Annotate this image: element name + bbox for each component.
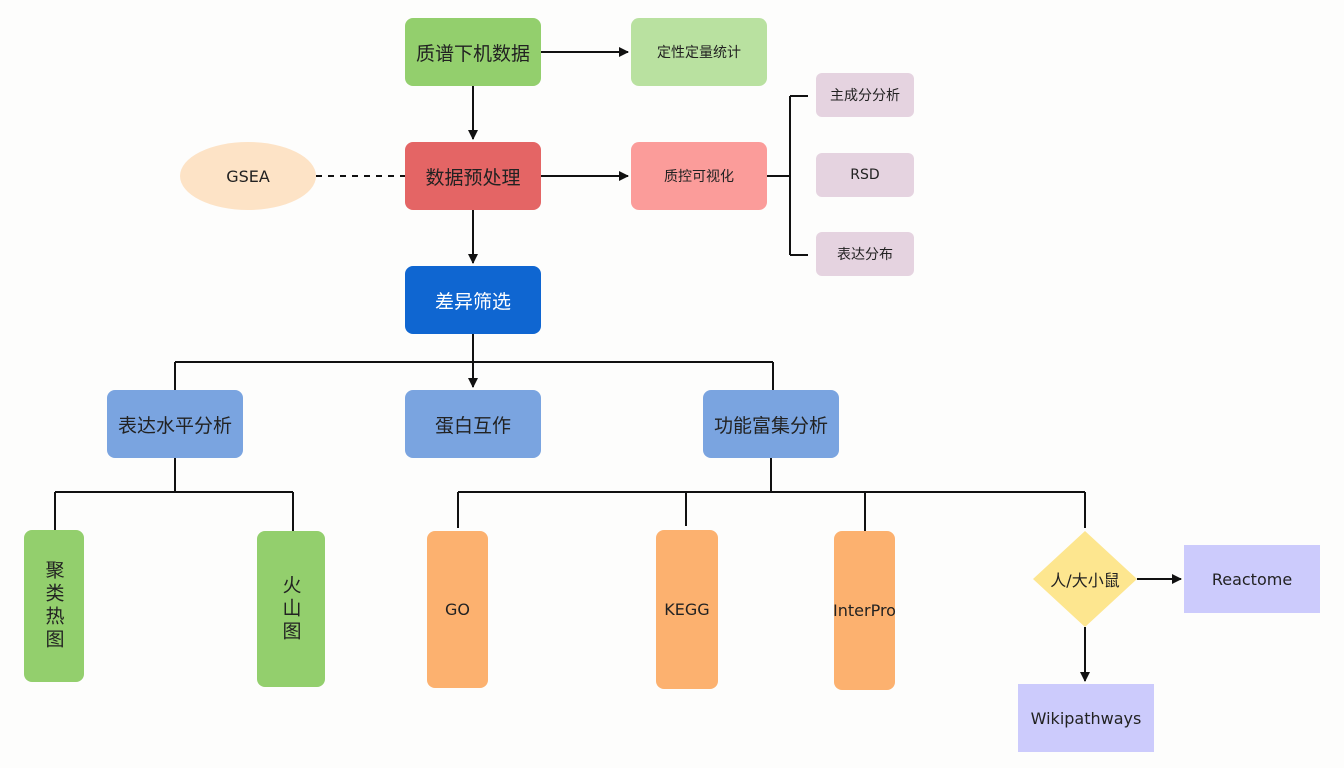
node-kegg: KEGG bbox=[656, 530, 718, 689]
node-pca-label: 主成分分析 bbox=[830, 88, 900, 104]
node-protein-interaction-label: 蛋白互作 bbox=[434, 414, 511, 437]
branch-gongneng bbox=[457, 458, 1086, 531]
node-preprocess-label: 数据预处理 bbox=[425, 166, 521, 189]
bracket-zhikong bbox=[767, 95, 808, 256]
node-differential-screening-label: 差异筛选 bbox=[434, 290, 511, 313]
node-pca: 主成分分析 bbox=[816, 73, 914, 117]
node-protein-interaction: 蛋白互作 bbox=[405, 390, 541, 458]
node-cluster-heatmap-label: 聚类热图 bbox=[42, 560, 65, 652]
node-wikipathways-label: Wikipathways bbox=[1030, 708, 1142, 728]
diamond-shape bbox=[1033, 531, 1137, 627]
node-reactome-label: Reactome bbox=[1211, 569, 1293, 589]
node-functional-enrichment: 功能富集分析 bbox=[703, 390, 839, 458]
node-qual-quant-stats-label: 定性定量统计 bbox=[657, 45, 741, 61]
node-rsd-label: RSD bbox=[850, 167, 880, 183]
node-qual-quant-stats: 定性定量统计 bbox=[631, 18, 767, 86]
node-qc-visualization: 质控可视化 bbox=[631, 142, 767, 210]
node-expression-level-analysis-label: 表达水平分析 bbox=[117, 414, 232, 437]
node-species-decision-label: 人/大小鼠 bbox=[1050, 571, 1120, 590]
node-differential-screening: 差异筛选 bbox=[405, 266, 541, 334]
node-preprocess: 数据预处理 bbox=[405, 142, 541, 210]
node-raw-data-label: 质谱下机数据 bbox=[415, 42, 530, 65]
node-qc-visualization-label: 质控可视化 bbox=[664, 169, 734, 185]
node-kegg-label: KEGG bbox=[664, 600, 710, 619]
node-cluster-heatmap: 聚类热图 bbox=[24, 530, 84, 682]
node-gsea-label: GSEA bbox=[226, 166, 270, 186]
node-gsea: GSEA bbox=[180, 142, 316, 210]
node-raw-data: 质谱下机数据 bbox=[405, 18, 541, 86]
node-reactome: Reactome bbox=[1184, 545, 1320, 613]
node-go-label: GO bbox=[445, 600, 470, 619]
node-expression-level-analysis: 表达水平分析 bbox=[107, 390, 243, 458]
node-go: GO bbox=[427, 531, 488, 688]
node-expression-distribution: 表达分布 bbox=[816, 232, 914, 276]
branch-biaoda bbox=[54, 458, 294, 531]
node-functional-enrichment-label: 功能富集分析 bbox=[713, 414, 828, 437]
node-interpro: InterPro bbox=[833, 531, 896, 690]
node-volcano-plot-label: 火山图 bbox=[279, 574, 302, 644]
node-species-decision: 人/大小鼠 bbox=[1033, 531, 1137, 627]
node-volcano-plot: 火山图 bbox=[257, 531, 325, 687]
node-expression-distribution-label: 表达分布 bbox=[837, 247, 893, 263]
node-interpro-label: InterPro bbox=[833, 601, 896, 620]
node-wikipathways: Wikipathways bbox=[1018, 684, 1154, 752]
node-rsd: RSD bbox=[816, 153, 914, 197]
